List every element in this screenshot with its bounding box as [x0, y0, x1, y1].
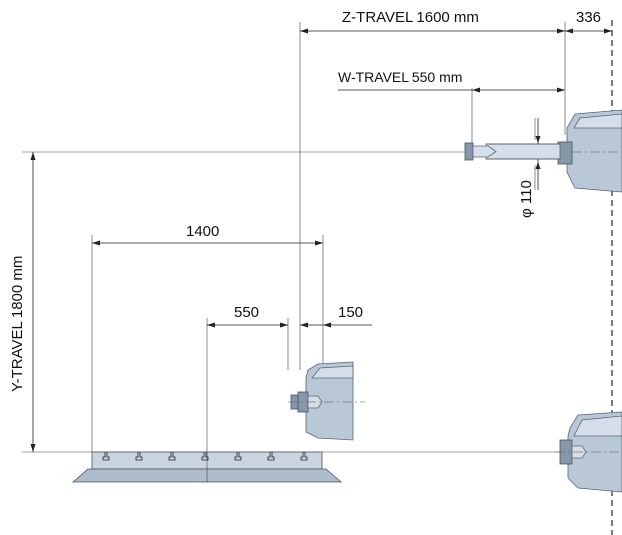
w-travel-dimension: W-TRAVEL 550 mm [338, 69, 565, 93]
t-slots [102, 452, 308, 461]
z-offset-label: 336 [576, 9, 601, 26]
y-travel-label: Y-TRAVEL 1800 mm [9, 256, 26, 392]
spindle-head-bottom [555, 411, 622, 493]
spindle-offset-dimension: 150 [300, 304, 372, 328]
w-travel-label: W-TRAVEL 550 mm [338, 69, 462, 85]
z-travel-label: Z-TRAVEL 1600 mm [342, 9, 479, 26]
table-width-label: 1400 [186, 223, 219, 240]
spindle-offset-label: 150 [338, 304, 363, 321]
work-table [71, 451, 343, 483]
spindle-head-top [464, 109, 622, 193]
table-offset-dimension: 550 [207, 304, 288, 328]
spindle-head-middle [288, 361, 365, 441]
table-offset-label: 550 [234, 304, 259, 321]
z-offset-dimension: 336 [565, 9, 612, 34]
table-width-dimension: 1400 [92, 223, 323, 246]
y-travel-dimension: Y-TRAVEL 1800 mm [9, 152, 36, 452]
quill-bar [485, 143, 561, 160]
spindle-diameter-dimension: φ 110 [518, 118, 541, 218]
spindle-diameter-label: φ 110 [518, 180, 535, 218]
z-travel-dimension: Z-TRAVEL 1600 mm [300, 9, 565, 34]
